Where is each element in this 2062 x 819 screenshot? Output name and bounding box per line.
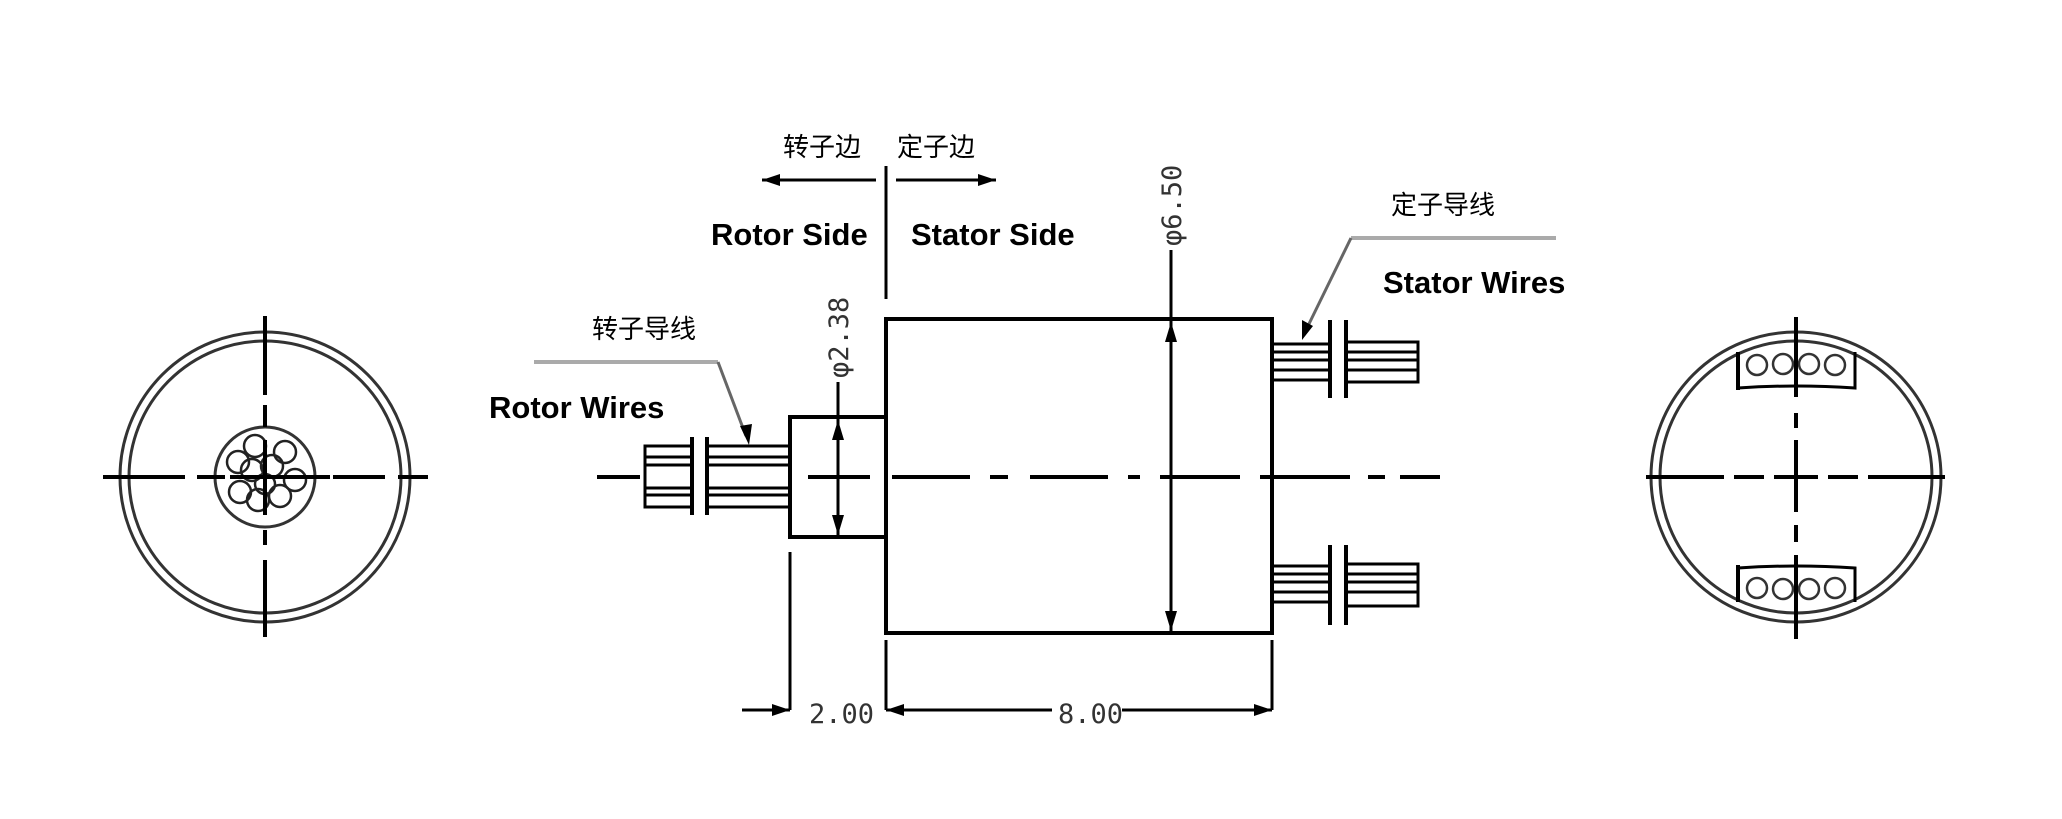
rotor-wires [643, 437, 792, 515]
rotor-wires-leader [534, 360, 752, 445]
rotor-wires-label: Rotor Wires [489, 390, 664, 425]
dimension-extension-lines [788, 552, 1274, 710]
body-diameter-text: φ6.50 [1157, 165, 1188, 246]
left-wire-bundle [225, 433, 308, 513]
stator-side-cn-label: 定子边 [897, 133, 975, 163]
rotor-diameter-dimension [832, 382, 844, 537]
rotor-diameter-text: φ2.38 [824, 297, 855, 378]
stator-body [884, 317, 1274, 635]
stator-wires-leader [1302, 236, 1556, 340]
side-view: 转子边 定子边 Rotor Side Stator Side 转子导线 Roto… [489, 133, 1565, 730]
rotor-wires-cn-label: 转子导线 [592, 315, 696, 345]
stator-wires-upper [1272, 320, 1420, 398]
right-end-view [1646, 317, 1945, 639]
left-end-view [103, 316, 428, 637]
rotor-length-dimension [742, 704, 790, 716]
right-bottom-wire-group [1736, 564, 1857, 602]
rotor-side-label: Rotor Side [711, 217, 868, 252]
stator-side-label: Stator Side [911, 217, 1075, 252]
stator-wires-lower [1272, 545, 1420, 625]
stator-wires-label: Stator Wires [1383, 265, 1565, 300]
body-length-text: 8.00 [1058, 699, 1123, 730]
body-diameter-dimension [1165, 250, 1177, 633]
rotor-side-cn-label: 转子边 [783, 133, 861, 163]
left-centerlines [103, 316, 428, 637]
right-centerlines [1646, 317, 1945, 639]
stator-wires-cn-label: 定子导线 [1391, 191, 1495, 221]
rotor-side-arrow [762, 174, 876, 186]
right-top-wire-group [1736, 352, 1857, 390]
stator-side-arrow [896, 174, 996, 186]
rotor-length-text: 2.00 [809, 699, 874, 730]
body-length-dimension [886, 704, 1272, 716]
